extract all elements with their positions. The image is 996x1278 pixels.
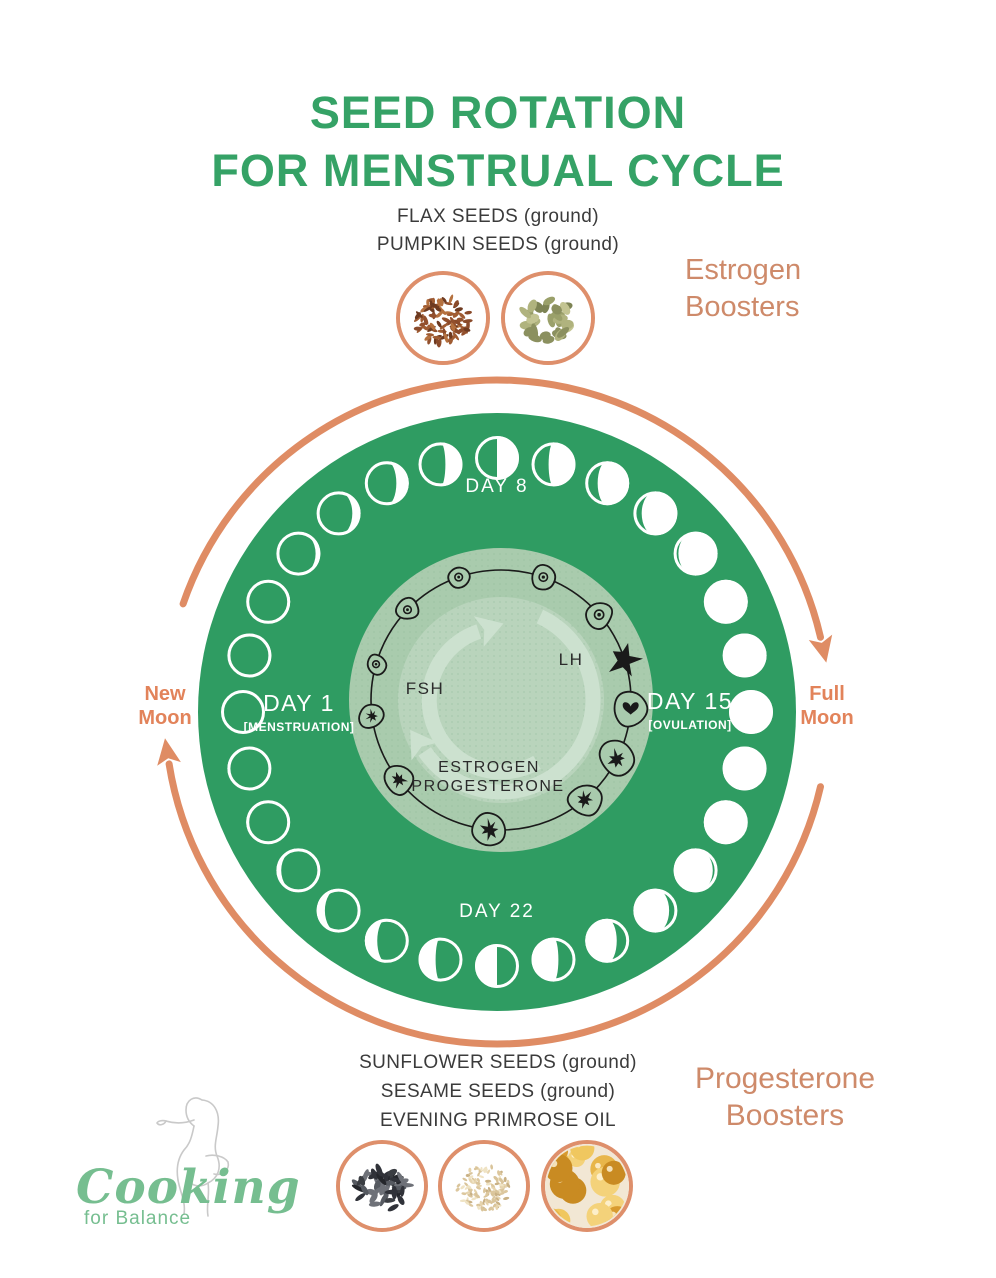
day-15-subtitle: [OVULATION] [648, 718, 732, 732]
sunflower-seeds-image [336, 1140, 428, 1232]
estrogen-hormone-label: ESTROGEN [438, 759, 540, 776]
sesame-seeds-image [438, 1140, 530, 1232]
day-1-title: DAY 1 [263, 690, 335, 716]
day-1-subtitle: [MENSTRUATION] [243, 720, 355, 734]
estrogen-seed-line-2: PUMPKIN SEEDS (ground) [376, 234, 620, 255]
progesterone-hormone-label: PROGESTERONE [411, 778, 565, 795]
progesterone-seed-line-1: SUNFLOWER SEEDS (ground) [359, 1052, 637, 1073]
fsh-label: FSH [405, 679, 445, 698]
estrogen-boosters-line1: Estrogen [685, 254, 802, 286]
page-title-line2: FOR MENSTRUAL CYCLE [211, 145, 785, 196]
logo-wordmark: Cooking [76, 1160, 301, 1215]
progesterone-seed-line-2: SESAME SEEDS (ground) [380, 1081, 616, 1102]
estrogen-boosters-label: Estrogen Boosters [685, 252, 905, 326]
day-15-title: DAY 15 [646, 688, 734, 714]
evening-primrose-oil-image [541, 1140, 633, 1232]
progesterone-seed-line-3: EVENING PRIMROSE OIL [379, 1110, 617, 1131]
full-moon-label: Full Moon [772, 682, 882, 730]
day-8-label: DAY 8 [465, 476, 529, 497]
estrogen-boosters-line2: Boosters [685, 291, 800, 323]
day-22-label: DAY 22 [459, 901, 535, 922]
progesterone-boosters-line2: Boosters [725, 1099, 845, 1132]
progesterone-boosters-label: Progesterone Boosters [685, 1060, 885, 1134]
lh-label: LH [558, 650, 584, 669]
logo-subtitle: for Balance [84, 1208, 192, 1229]
day-1-label: DAY 1 [MENSTRUATION] [219, 690, 379, 734]
page-title-line1: SEED ROTATION [309, 87, 687, 138]
full-moon-line1: Full [809, 683, 845, 705]
full-moon-line2: Moon [800, 707, 854, 729]
flax-seeds-image [396, 271, 490, 365]
cooking-woman-sketch [156, 1097, 230, 1217]
new-moon-line2: Moon [138, 707, 192, 729]
pumpkin-seeds-image [501, 271, 595, 365]
new-moon-line1: New [144, 683, 186, 705]
new-moon-label: New Moon [110, 682, 220, 730]
page-title: SEED ROTATION FOR MENSTRUAL CYCLE [0, 84, 996, 200]
estrogen-seed-line-1: FLAX SEEDS (ground) [397, 206, 599, 227]
progesterone-boosters-line1: Progesterone [694, 1062, 876, 1095]
day-15-label: DAY 15 [OVULATION] [610, 688, 770, 732]
